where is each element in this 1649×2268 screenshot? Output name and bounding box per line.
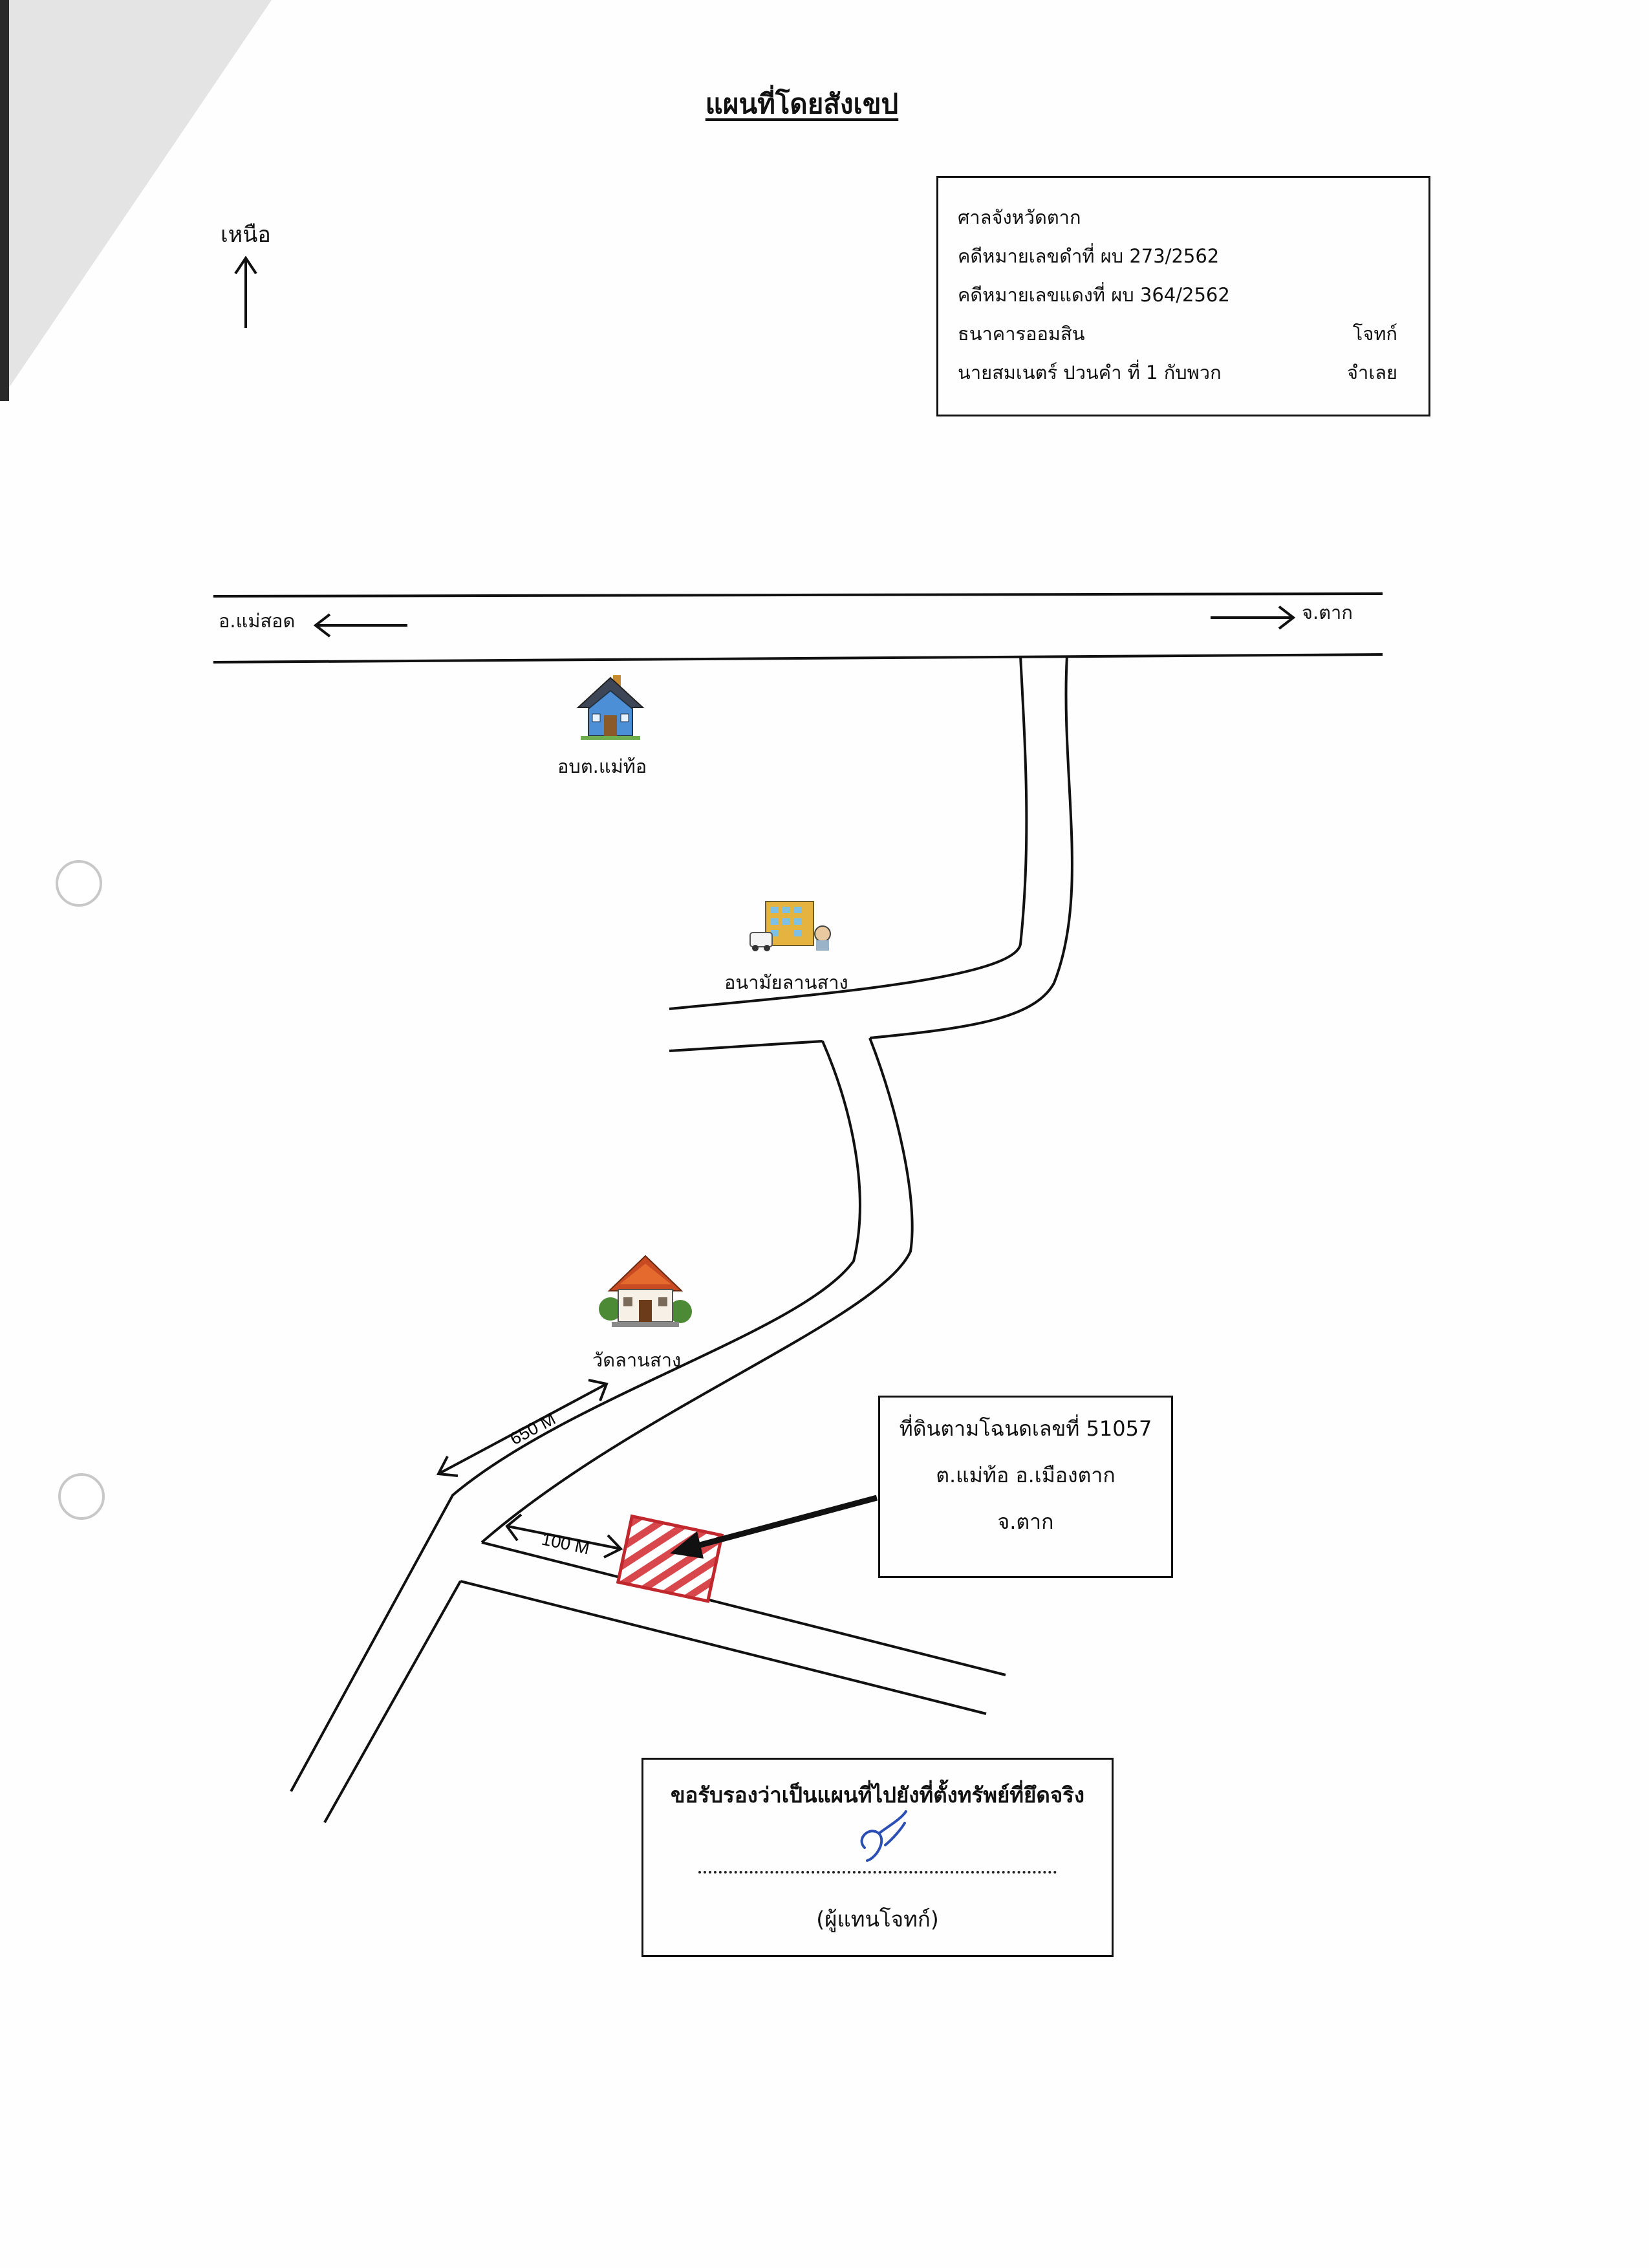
temple-icon <box>599 1255 692 1327</box>
junction-west-edge <box>669 1040 823 1052</box>
parcel-pointer-line <box>684 1495 878 1552</box>
folded-corner <box>0 0 272 401</box>
land-deed-number: ที่ดินตามโฉนดเลขที่ 51057 <box>899 1416 1152 1441</box>
distance-100-line <box>507 1525 621 1550</box>
distance-100-start-arrowhead <box>505 1513 523 1542</box>
lane-lower-edge <box>323 1581 462 1823</box>
east-destination-label: จ.ตาก <box>1302 601 1353 623</box>
land-location-province: จ.ตาก <box>997 1509 1054 1534</box>
distance-arrows <box>436 1379 623 1559</box>
north-label: เหนือ <box>221 222 271 248</box>
plaintiff-name: ธนาคารออมสิน <box>958 323 1085 345</box>
land-location-district: ต.แม่ท้อ อ.เมืองตาก <box>936 1463 1116 1487</box>
distance-650-start-arrowhead <box>436 1456 458 1477</box>
black-case-number: คดีหมายเลขดำที่ ผบ 273/2562 <box>958 245 1220 267</box>
parcel-road-north-edge <box>481 1541 1006 1676</box>
distance-650-line <box>439 1383 607 1474</box>
handwritten-signature <box>860 1810 907 1862</box>
distance-650-end-arrowhead <box>588 1379 609 1401</box>
landmark-label-health-center: อนามัยลานสาง <box>724 971 848 993</box>
distance-100-end-arrowhead <box>603 1534 623 1559</box>
parcel-road-south-edge <box>460 1580 987 1715</box>
west-destination-label: อ.แม่สอด <box>219 610 296 632</box>
side-road-west-edge <box>669 655 1028 1010</box>
landmark-label-sao: อบต.แม่ท้อ <box>557 755 647 777</box>
land-deed-box: ที่ดินตามโฉนดเลขที่ 51057 ต.แม่ท้อ อ.เมื… <box>878 1396 1173 1578</box>
direction-arrows <box>313 605 1296 638</box>
red-case-number: คดีหมายเลขแดงที่ ผบ 364/2562 <box>958 284 1230 306</box>
north-indicator: เหนือ <box>213 217 278 341</box>
certification-box: ขอรับรองว่าเป็นแผนที่ไปยังที่ตั้งทรัพย์ท… <box>641 1758 1114 1957</box>
health-center-icon <box>749 901 831 951</box>
defendant-name: นายสมเนตร์ ปวนคำ ที่ 1 กับพวก <box>958 362 1222 383</box>
land-parcel-hatched-area <box>616 1514 724 1603</box>
certification-statement: ขอรับรองว่าเป็นแผนที่ไปยังที่ตั้งทรัพย์ท… <box>670 1782 1085 1808</box>
plaintiff-role: โจทก์ <box>1352 323 1397 345</box>
distance-650-label: 650 M <box>507 1409 559 1449</box>
lane-east-edge <box>480 1037 914 1544</box>
punch-hole <box>58 1473 105 1520</box>
defendant-role: จำเลย <box>1347 362 1397 383</box>
lane-west-edge <box>290 1041 861 1792</box>
document-title: แผนที่โดยสังเขป <box>705 88 899 120</box>
case-info-box: ศาลจังหวัดตาก คดีหมายเลขดำที่ ผบ 273/256… <box>936 176 1430 416</box>
signer-role: (ผู้แทนโจทก์) <box>816 1906 939 1932</box>
main-road-south-edge <box>213 653 1383 664</box>
punch-hole <box>56 860 102 907</box>
main-road-north-edge <box>213 592 1383 598</box>
arrow-to-west-icon <box>313 613 331 638</box>
government-office-icon <box>576 675 645 740</box>
north-arrow-icon <box>234 255 257 328</box>
parcel-pointer-arrowhead-icon <box>670 1531 704 1559</box>
distance-100-label: 100 M <box>540 1529 592 1559</box>
signature-line <box>698 1871 1057 1874</box>
scan-edge-shadow <box>0 0 9 401</box>
land-parcel <box>616 1514 724 1603</box>
roads <box>213 592 1383 1823</box>
court-name: ศาลจังหวัดตาก <box>958 206 1081 228</box>
landmark-label-temple: วัดลานสาง <box>592 1349 682 1371</box>
arrow-to-east-icon <box>1278 605 1296 630</box>
side-road-east-edge <box>869 655 1073 1039</box>
